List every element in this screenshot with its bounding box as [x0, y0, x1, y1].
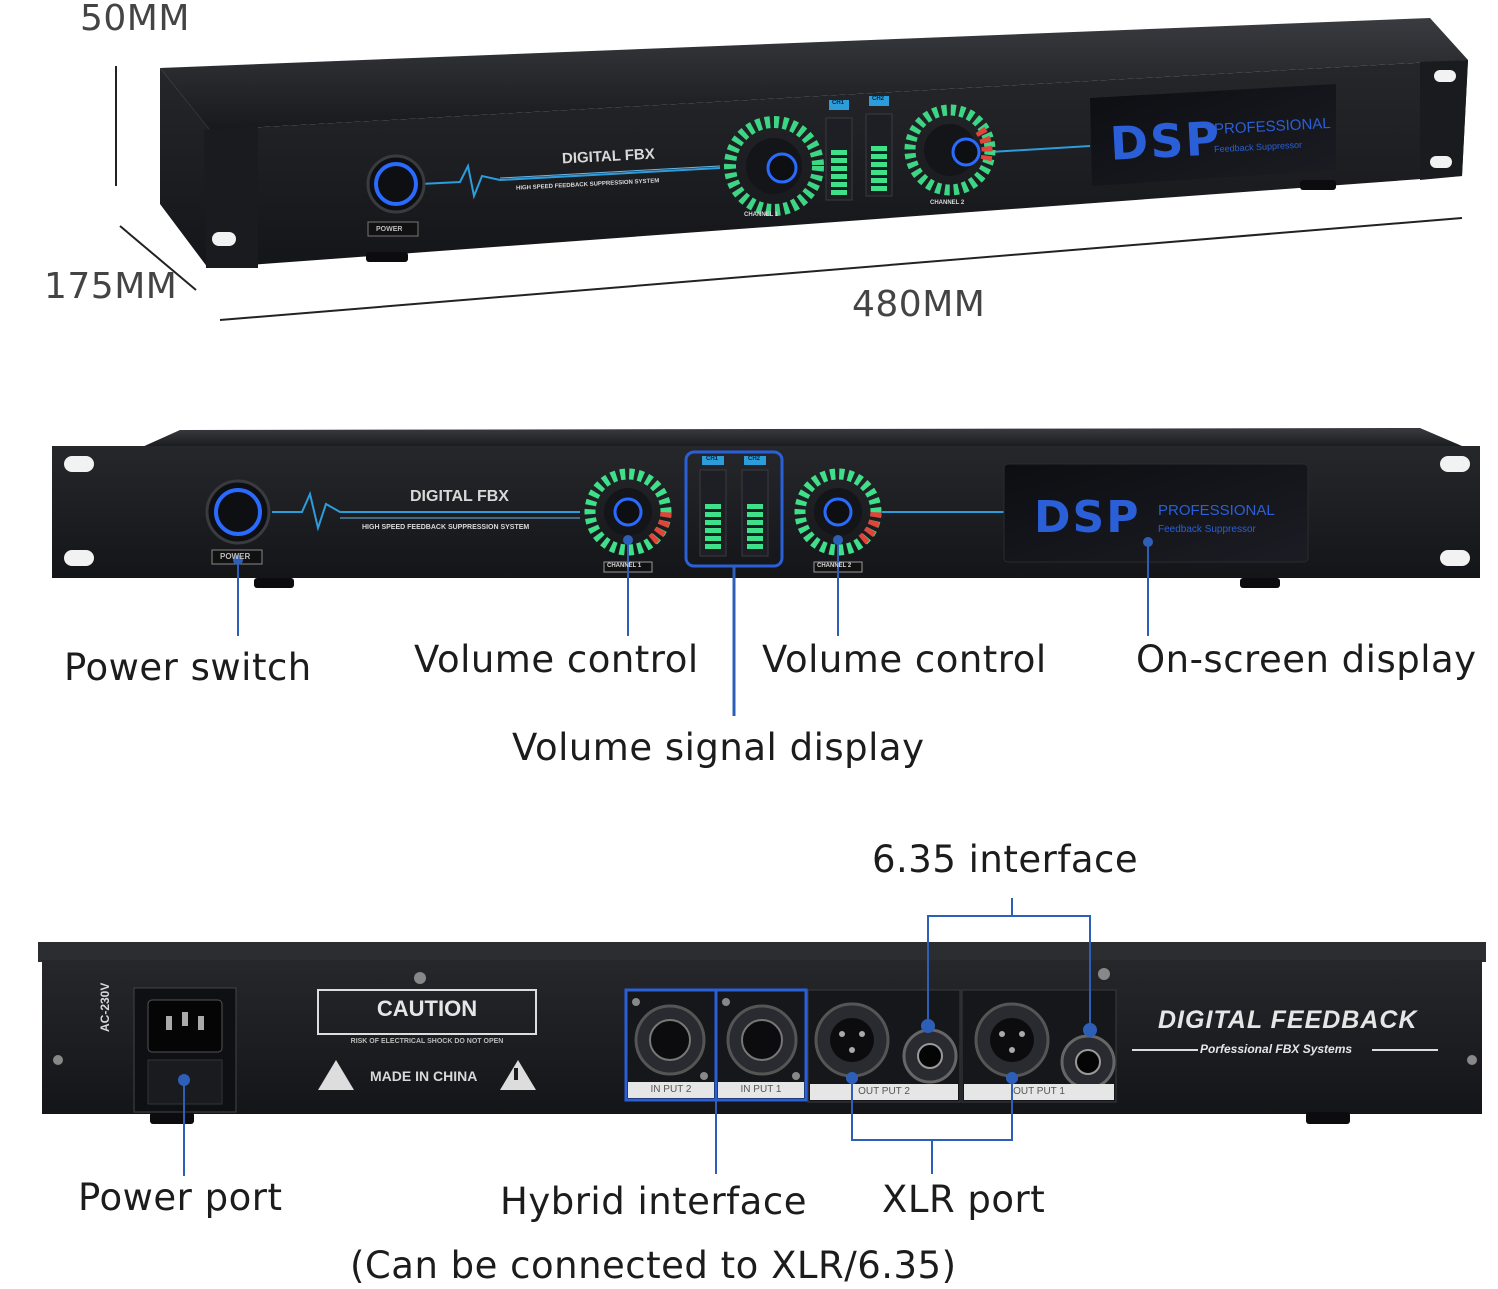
rack-ear-hole: [64, 550, 94, 566]
front-subtitle: HIGH SPEED FEEDBACK SUPPRESSION SYSTEM: [362, 524, 530, 531]
ch1-label: CH1: [706, 456, 719, 462]
display-line1: PROFESSIONAL: [1158, 502, 1275, 519]
input2-label: IN PUT 2: [650, 1084, 692, 1095]
ch1-label-perspective: CH1: [832, 100, 845, 106]
width-dimension-line: [219, 217, 1463, 321]
power-label-perspective: POWER: [376, 226, 403, 233]
xlr-output-1[interactable]: [974, 1002, 1050, 1078]
callout-on-screen-display: On-screen display: [1136, 638, 1477, 681]
display-line2: Feedback Suppressor: [1158, 524, 1256, 535]
channel2-label-perspective: CHANNEL 2: [930, 200, 965, 206]
rack-ear-hole: [1434, 70, 1456, 82]
rack-ear-hole: [64, 456, 94, 472]
caution-box: [317, 989, 537, 1035]
front-callout-lines: [233, 535, 1153, 716]
dsp-logo-perspective: DSP: [1108, 111, 1223, 171]
power-label: POWER: [220, 552, 251, 561]
display-perspective: [1090, 84, 1336, 186]
rear-voltage-label: AC-230V: [98, 982, 112, 1032]
callout-volume-control-2: Volume control: [762, 638, 1047, 681]
callout-xlr-port: XLR port: [882, 1178, 1046, 1221]
width-dimension-label: 480MM: [852, 284, 986, 325]
jack-output-1[interactable]: [1060, 1034, 1116, 1090]
front-title: DIGITAL FBX: [410, 488, 509, 505]
rack-ear-hole: [1430, 156, 1452, 168]
volume-knob-1[interactable]: [724, 116, 824, 216]
channel1-label-perspective: CHANNEL 1: [744, 212, 779, 218]
rear-brand-label: DIGITAL FEEDBACK: [1158, 1006, 1418, 1034]
channel2-label: CHANNEL 2: [817, 563, 852, 569]
channel1-label: CHANNEL 1: [607, 563, 642, 569]
unit-rear: [38, 942, 1486, 1124]
callout-power-switch: Power switch: [64, 646, 312, 689]
rear-made-label: MADE IN CHINA: [370, 1068, 478, 1084]
hybrid-input-2[interactable]: [624, 988, 718, 1102]
rack-ear-hole: [1440, 550, 1470, 566]
output2-label: OUT PUT 2: [858, 1086, 910, 1097]
callout-hybrid-interface: Hybrid interface: [500, 1180, 807, 1223]
height-dimension-label: 50MM: [80, 0, 190, 39]
rear-warning-label: RISK OF ELECTRICAL SHOCK DO NOT OPEN: [350, 1038, 504, 1045]
dsp-logo: DSP: [1034, 492, 1141, 543]
callout-volume-control-1: Volume control: [414, 638, 699, 681]
rear-caution-label: CAUTION: [376, 996, 478, 1021]
rack-ear-hole: [1440, 456, 1470, 472]
volume-knob-2[interactable]: [904, 104, 996, 196]
depth-dimension-line: [119, 225, 197, 291]
unit-perspective: [115, 18, 1468, 321]
callout-power-port: Power port: [78, 1176, 283, 1219]
chassis-top: [160, 18, 1468, 130]
ch2-label-perspective: CH2: [872, 96, 885, 102]
xlr-output-2[interactable]: [814, 1002, 890, 1078]
on-screen-display: [1003, 463, 1309, 563]
output1-label: OUT PUT 1: [1013, 1086, 1065, 1097]
ch2-label: CH2: [748, 456, 761, 462]
rear-brand-sub-label: Porfessional FBX Systems: [1200, 1042, 1353, 1056]
jack-output-2[interactable]: [902, 1028, 958, 1084]
level-meters-perspective: [825, 96, 893, 201]
rack-ear-hole: [212, 232, 236, 246]
callout-volume-signal-display: Volume signal display: [512, 726, 925, 769]
hybrid-input-1[interactable]: [714, 988, 808, 1102]
volume-knob-1[interactable]: [584, 468, 672, 573]
callout-hybrid-note: (Can be connected to XLR/6.35): [350, 1244, 957, 1287]
callout-635-interface: 6.35 interface: [872, 838, 1139, 881]
input1-label: IN PUT 1: [740, 1084, 782, 1095]
depth-dimension-label: 175MM: [44, 266, 178, 307]
unit-front: [52, 428, 1480, 588]
rear-callout-lines: [178, 898, 1097, 1176]
